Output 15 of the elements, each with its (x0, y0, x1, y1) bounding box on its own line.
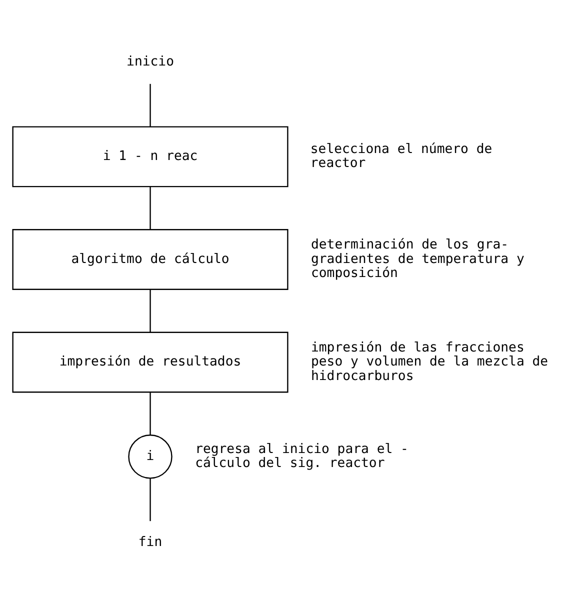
connector (150, 289, 151, 332)
node-circle: i (128, 434, 172, 478)
node-box: impresión de resultados (12, 331, 288, 392)
connector (150, 83, 151, 126)
node-label: impresión de las fracciones peso y volumen de la mezcla de hidrocarburos (311, 340, 548, 384)
node-box: i 1 - n reac (12, 126, 288, 187)
connector (150, 478, 151, 521)
connector (150, 392, 151, 434)
node-label: regresa al inicio para el - cálculo del sig. reactor (195, 441, 408, 471)
node-label: selecciona el número de reactor (310, 141, 492, 171)
node-text: fin (138, 534, 162, 550)
connector (150, 186, 151, 229)
node-label: determinación de los gra- gradientes de temperatura y composición (311, 236, 524, 281)
node-text: inicio (126, 54, 174, 70)
node-box: algoritmo de cálculo (12, 228, 288, 290)
